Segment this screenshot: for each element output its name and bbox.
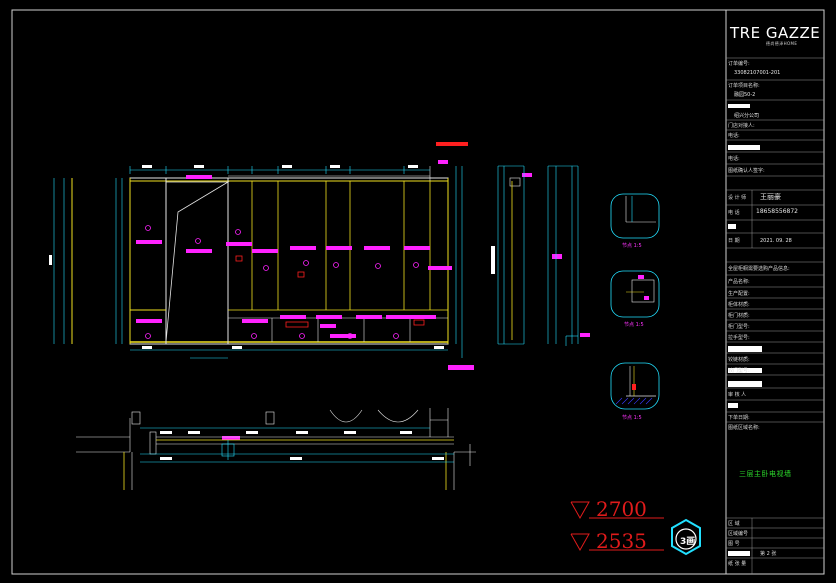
side-section-2 [547, 165, 579, 346]
tel-value: 18658556872 [756, 208, 798, 215]
product-name-label: 产品名称: [728, 279, 750, 285]
top-red-tag [436, 142, 468, 146]
detail-2 [610, 270, 660, 318]
release-date-label: 下单日期: [728, 415, 750, 421]
sheet-label: 图 号 [728, 541, 740, 547]
phone2-label: 电话: [728, 156, 740, 162]
drawing-badge-label: 3画 [680, 537, 696, 547]
title-block-lines [726, 57, 824, 574]
area-label: 区 域 [728, 521, 740, 527]
wall-outline [129, 177, 449, 345]
door-material-label: 柜门材质: [728, 313, 750, 319]
handle-model-label: 拉手型号: [728, 335, 750, 341]
board-material-label: 柜体材质: [728, 302, 750, 308]
partner-label: 门店对接人: [728, 123, 755, 129]
drawing-badge [671, 518, 701, 556]
paper-label: 纸 张 量 [728, 561, 747, 567]
elevation-label-2: 2535 [596, 529, 647, 553]
designer-label: 设 计 师 [728, 195, 747, 201]
project-label: 订单项目名称: [728, 83, 760, 89]
series-label: 生产配置: [728, 291, 750, 297]
phone-label: 电话: [728, 133, 740, 139]
tel-label: 电 话 [728, 210, 740, 216]
hinge-material-label: 铰链材质: [728, 357, 750, 363]
date-value: 2021. 09. 28 [760, 238, 792, 244]
confirm-label: 图纸确认人签字: [728, 168, 765, 174]
project-value: 融园50-2 [734, 92, 756, 98]
elevation-markers [570, 501, 664, 552]
drawing-name-label: 图纸区域名称: [728, 425, 760, 431]
detail-3 [610, 362, 660, 410]
product-info-label: 全屋柜橱需要选购产品信息: [728, 266, 790, 272]
date-label: 日 期 [728, 238, 740, 244]
branch-value: 绍兴分公司 [734, 113, 760, 119]
brand-logo: TRE GAZZE [730, 24, 821, 42]
order-no-value: 33082107001-201 [734, 70, 781, 76]
title-block-fills [728, 104, 762, 556]
elevation-label-1: 2700 [596, 497, 647, 521]
area-name-label: 区域编号 [728, 531, 749, 537]
main-elevation [49, 142, 590, 440]
door-model-label: 柜门型号: [728, 324, 750, 330]
side-section-1 [497, 165, 525, 345]
page-label: 第 2 张 [760, 551, 777, 557]
detail-caption-3: 节点 1:5 [622, 415, 642, 421]
brand-subtitle: 德尚德泽HOME [766, 41, 798, 46]
plan-view [76, 408, 476, 490]
reviewer-label: 审 核 人 [728, 392, 747, 398]
designer-value: 王丽豪 [760, 193, 781, 201]
order-no-label: 订单编号: [728, 61, 750, 67]
outer-frame [11, 9, 825, 575]
part-tags [136, 160, 590, 440]
detail-caption-2: 节点 1:5 [624, 322, 644, 328]
door-swing [165, 181, 230, 343]
drawing-name-value: 三层主卧电视墙 [739, 470, 792, 478]
detail-1 [610, 193, 660, 239]
hinge-model-label: 铰门型号: [728, 368, 750, 374]
detail-caption-1: 节点 1:5 [622, 243, 642, 249]
